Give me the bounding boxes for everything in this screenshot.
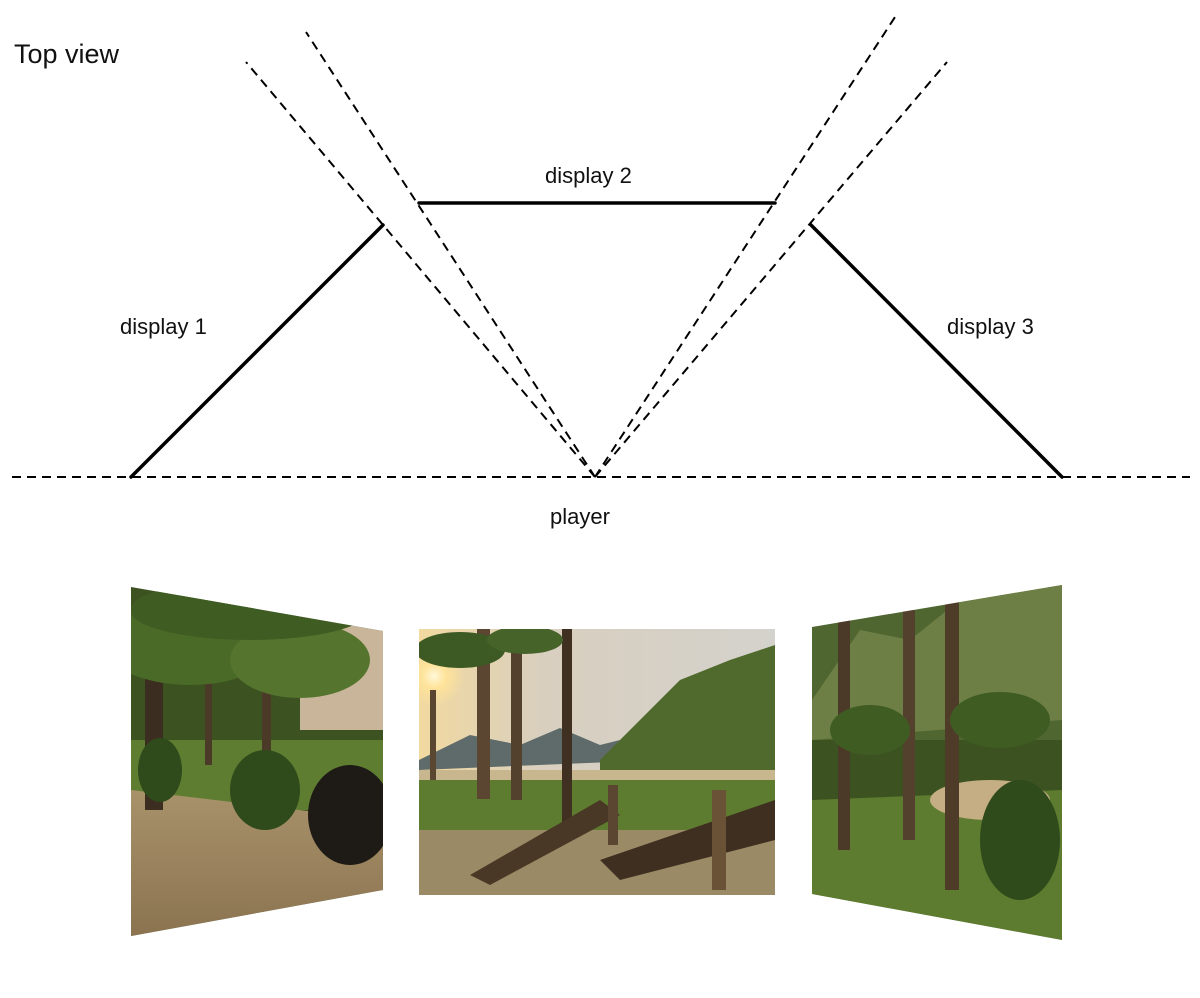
display-3-screenshot [812, 585, 1062, 940]
player-label: player [550, 504, 610, 529]
display-2-screenshot [419, 629, 775, 895]
frustum-right-inner [594, 13, 898, 478]
frustum-right-outer [594, 61, 948, 478]
frustum-left-inner [305, 31, 596, 478]
diagram-title: Top view [14, 39, 120, 69]
display-1-label: display 1 [120, 314, 207, 339]
display-1-line [129, 223, 385, 479]
display-lines [129, 201, 1064, 479]
view-frustum-lines [12, 13, 1190, 478]
display-3-label: display 3 [947, 314, 1034, 339]
frustum-left-outer [245, 61, 596, 478]
display-2-label: display 2 [545, 163, 632, 188]
display-3-line [809, 223, 1064, 479]
display-1-screenshot [131, 587, 383, 936]
